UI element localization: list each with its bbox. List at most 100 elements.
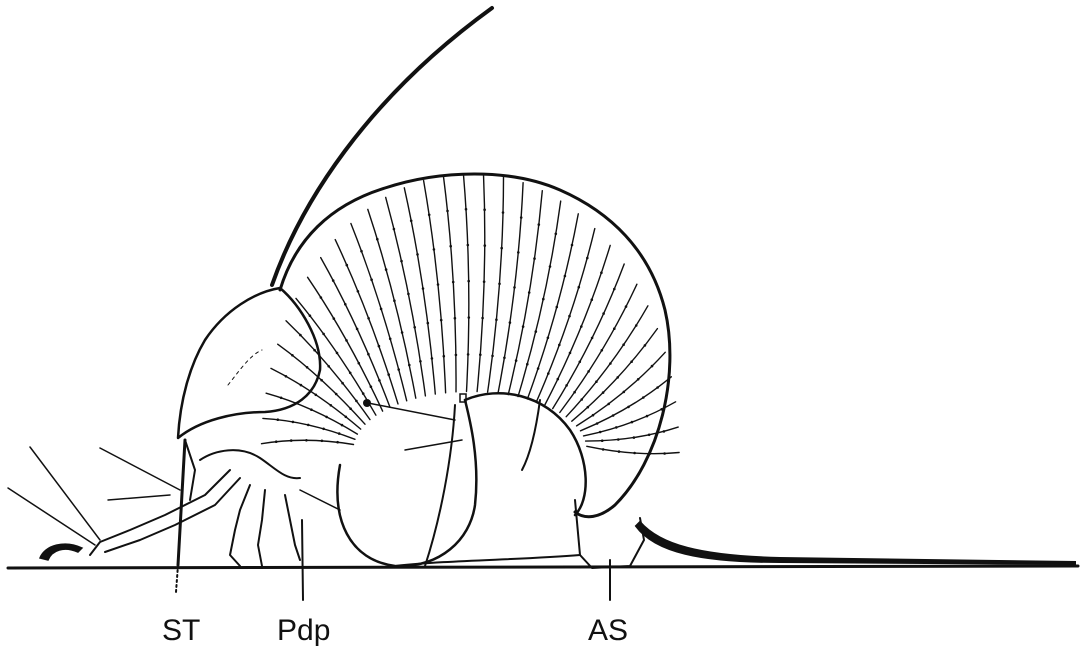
anterior-seta (300, 490, 340, 510)
microtubercle (416, 253, 419, 256)
microtubercle (547, 337, 550, 340)
microtubercle (483, 208, 486, 211)
microtubercle (299, 334, 302, 337)
microtubercle (321, 440, 324, 443)
microtubercle (569, 352, 572, 355)
microtubercle (389, 338, 392, 341)
microtubercle (333, 317, 336, 320)
venter-base (395, 555, 580, 566)
annulus (527, 214, 578, 399)
leg (285, 495, 300, 560)
microtubercle (564, 275, 567, 278)
microtubercle (400, 260, 403, 263)
microtubercle (596, 422, 599, 425)
microtubercle (558, 344, 561, 347)
microtubercle (579, 361, 582, 364)
anterior-setae (8, 447, 340, 545)
microtubercle (393, 299, 396, 302)
microtubercle (468, 316, 471, 319)
microtubercle (580, 398, 583, 401)
label-pdp: Pdp (277, 614, 330, 647)
venter (337, 400, 476, 566)
microtubercle (547, 372, 550, 375)
microtubercle (338, 432, 341, 435)
annulus (586, 427, 679, 441)
microtubercle (310, 408, 313, 411)
microtubercle (344, 303, 347, 306)
microtubercle (360, 250, 363, 253)
microtubercle (437, 283, 440, 286)
microtubercle (446, 210, 449, 213)
microtubercle (622, 343, 625, 346)
microtubercle (502, 211, 505, 214)
microtubercle (656, 386, 659, 389)
microtubercle (613, 288, 616, 291)
microtubercle (422, 287, 425, 290)
microtubercle (520, 216, 523, 219)
microtubercle (428, 214, 431, 217)
microtubercle (633, 452, 636, 455)
microtubercle (387, 373, 390, 376)
microtubercle (481, 317, 484, 320)
microtubercle (637, 378, 640, 381)
microtubercle (601, 439, 604, 442)
microtubercle (571, 244, 574, 247)
microtubercle (320, 379, 323, 382)
microtubercle (393, 228, 396, 231)
microtubercle (336, 352, 339, 355)
microtubercle (454, 317, 457, 320)
microtubercle (503, 357, 506, 360)
microtubercle (357, 290, 360, 293)
microtubercle (649, 452, 652, 455)
head-detail (228, 350, 262, 385)
microtubercle (309, 314, 312, 317)
annulus (321, 258, 390, 408)
annulus (463, 174, 468, 392)
anterior-seta (100, 448, 180, 490)
microtubercle (305, 439, 308, 442)
microtubercle (335, 393, 338, 396)
microtubercle (322, 333, 325, 336)
microtubercle (573, 391, 576, 394)
microtubercle (378, 379, 381, 382)
microtubercle (277, 418, 280, 421)
microtubercle (609, 362, 612, 365)
microtubercle (484, 244, 487, 247)
microtubercle (537, 367, 540, 370)
microtubercle (568, 315, 571, 318)
anterior-seta (108, 495, 170, 500)
leg (258, 490, 265, 566)
microtubercle (591, 337, 594, 340)
microtubercle (522, 325, 525, 328)
annulus (498, 183, 523, 394)
microtubercle (320, 296, 323, 299)
microtubercle (612, 414, 615, 417)
microtubercle (578, 286, 581, 289)
microtubercle (358, 362, 361, 365)
microtubercle (591, 298, 594, 301)
microtubercle (615, 426, 618, 429)
microtubercle (440, 319, 443, 322)
microtubercle (307, 424, 310, 427)
microtubercle (349, 407, 352, 410)
annulus (263, 418, 355, 439)
annulus (266, 393, 357, 434)
microtubercle (332, 279, 335, 282)
annulus (424, 181, 446, 393)
microtubercle (630, 360, 633, 363)
microtubercle (557, 378, 560, 381)
microtubercle (498, 283, 501, 286)
label-as: AS (588, 614, 628, 647)
microtubercle (341, 424, 344, 427)
microtubercle (397, 368, 400, 371)
microtubercle (385, 268, 388, 271)
microtubercle (325, 416, 328, 419)
microtubercle (479, 353, 482, 356)
ventral-seta (405, 440, 462, 450)
tarsal-claw (40, 544, 82, 560)
microtubercle (349, 372, 352, 375)
ventral-seta (368, 403, 455, 420)
microtubercle (370, 278, 373, 281)
microtubercle (355, 400, 358, 403)
microtubercle (644, 344, 647, 347)
